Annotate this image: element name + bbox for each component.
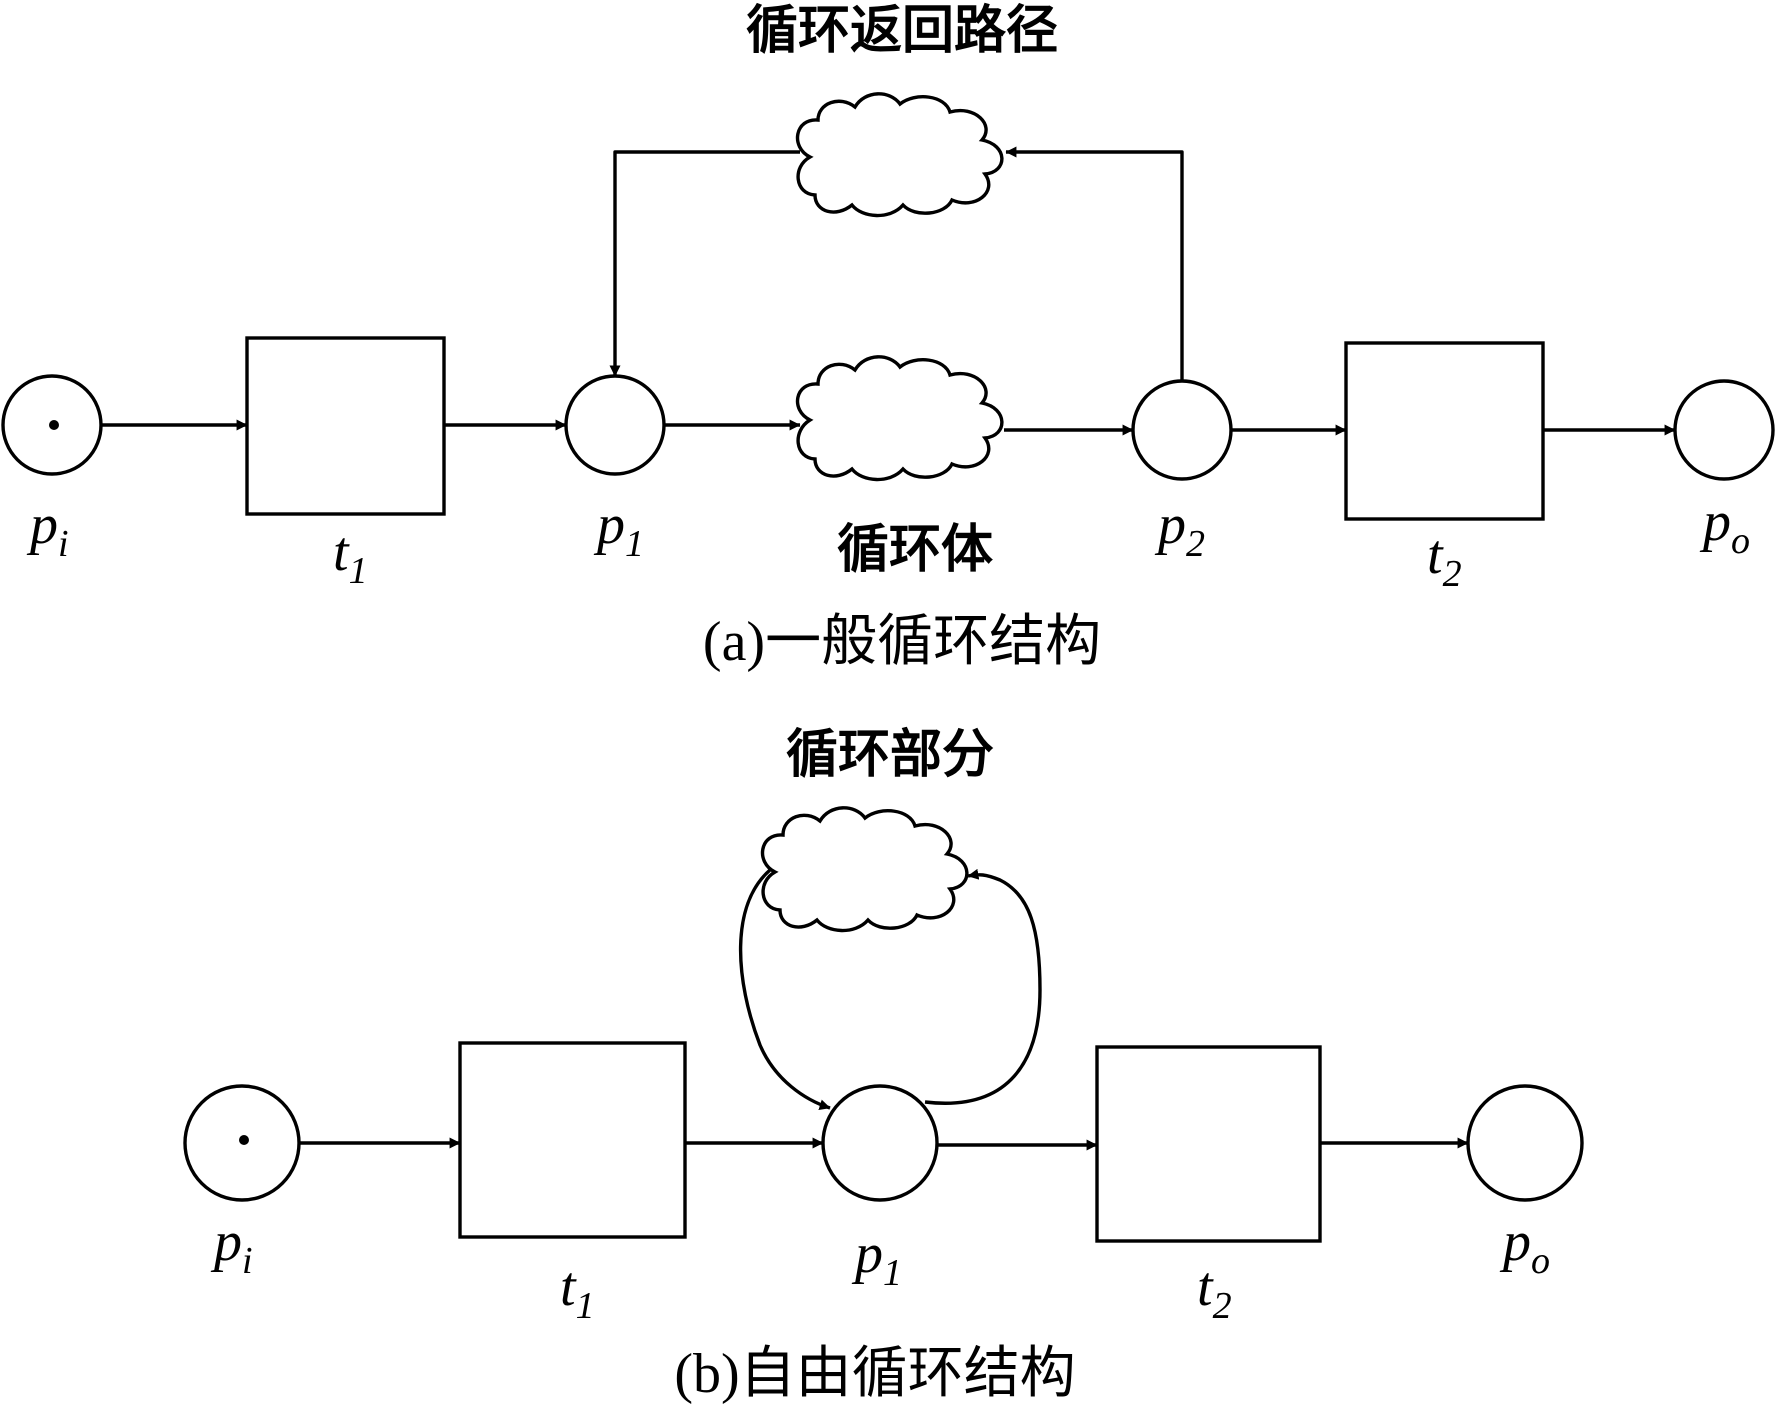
place-p-1: [564, 374, 666, 476]
label-p-o: po: [1699, 491, 1750, 562]
label-t-1: t1: [333, 521, 368, 592]
place-p-2: [1131, 379, 1233, 481]
arc-loop-part-p1: [738, 868, 831, 1111]
transition-t-2: [1095, 1045, 1322, 1243]
arc-loop-return-p1: [609, 150, 800, 377]
transition-t-1: [458, 1041, 687, 1239]
label-p-o: po: [1499, 1211, 1550, 1282]
place-p-1: [821, 1084, 939, 1202]
token-dot: [49, 420, 59, 430]
label-t-1: t1: [560, 1256, 595, 1327]
token-dot: [239, 1135, 249, 1145]
label-t-2: t2: [1197, 1256, 1232, 1327]
place-p-o: [1673, 379, 1775, 481]
loop-return-cloud: [795, 92, 1004, 218]
loop-part-label: 循环部分: [786, 725, 994, 785]
label-t-2: t2: [1427, 524, 1462, 595]
diagram-a: 循环返回路径 循环体 pi t1 p1 p2 t2 po (a)一般循环结构: [1, 1, 1775, 673]
label-p-1: p1: [593, 494, 644, 565]
label-p-i: pi: [26, 494, 69, 565]
label-p-2: p2: [1154, 494, 1205, 565]
arc-p2-loop-return: [1005, 146, 1184, 381]
loop-body-cloud: [795, 355, 1004, 482]
place-p-o: [1466, 1084, 1584, 1202]
caption-b: (b)自由循环结构: [674, 1343, 1075, 1405]
loop-body-label: 循环体: [837, 520, 993, 580]
diagram-b: 循环部分 pi t1 p1 t2 po (b)自由循环结构: [183, 725, 1584, 1405]
transition-t-2: [1344, 341, 1545, 521]
label-p-i: pi: [210, 1211, 253, 1282]
transition-t-1: [245, 336, 446, 516]
loop-return-path-label: 循环返回路径: [746, 1, 1058, 61]
arc-p1-loop-part: [924, 868, 1042, 1105]
label-p-1: p1: [851, 1223, 902, 1294]
caption-a: (a)一般循环结构: [703, 611, 1101, 673]
loop-part-cloud: [760, 806, 969, 933]
